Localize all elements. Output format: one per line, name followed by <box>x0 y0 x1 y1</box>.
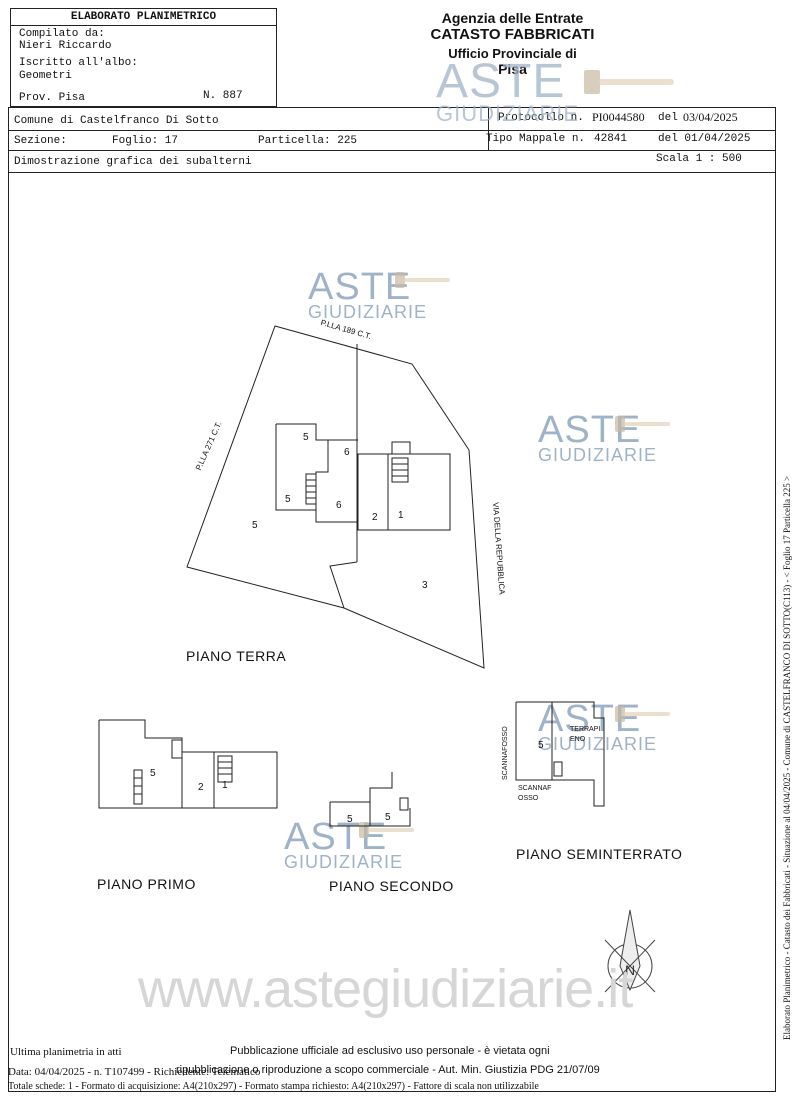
footer-data: Data: 04/04/2025 - n. T107499 - Richiede… <box>8 1066 261 1078</box>
plan-label-seminterrato: PIANO SEMINTERRATO <box>516 846 683 862</box>
info-row-divider-2 <box>8 150 776 151</box>
sub-number: 2 <box>372 512 378 523</box>
sub-number: 5 <box>150 768 156 779</box>
terrapieno-line: TERRAPI <box>570 726 601 733</box>
sub-number: 5 <box>538 740 544 751</box>
sub-number: 2 <box>198 782 204 793</box>
tipo-date: del 01/04/2025 <box>658 133 751 145</box>
doc-title: ELABORATO PLANIMETRICO <box>11 9 276 26</box>
sub-number: 1 <box>222 780 228 791</box>
agency-block: Agenzia delle Entrate CATASTO FABBRICATI… <box>380 10 645 77</box>
compilato-name: Nieri Riccardo <box>19 40 112 52</box>
protocollo-label: Protocollo n. <box>498 112 584 124</box>
sub-number: 6 <box>344 447 350 458</box>
sub-number: 5 <box>347 814 353 825</box>
prov-label: Prov. Pisa <box>19 92 86 104</box>
foglio: Foglio: 17 <box>112 135 179 147</box>
gavel-icon <box>615 416 670 432</box>
scala: Scala 1 : 500 <box>656 153 742 165</box>
sub-number: 6 <box>336 500 342 511</box>
agency-line2: CATASTO FABBRICATI <box>430 26 595 43</box>
gavel-icon <box>615 706 670 722</box>
watermark-small: GIUDIZIARIE <box>538 445 658 465</box>
footer-totale: Totale schede: 1 - Formato di acquisizio… <box>8 1081 539 1092</box>
gavel-icon <box>395 272 450 288</box>
iscritto-value: Geometri <box>19 70 72 82</box>
protocollo-value: PI0044580 <box>592 110 645 124</box>
info-row-divider-3 <box>8 172 776 173</box>
site-watermark: www.astegiudiziarie.it <box>138 959 633 1019</box>
side-vertical-text: Elaborato Planimetrico - Catasto dei Fab… <box>782 475 792 1040</box>
header-box: ELABORATO PLANIMETRICO Compilato da: Nie… <box>10 8 277 107</box>
watermark-big: ASTE <box>308 266 412 308</box>
watermark-small: GIUDIZIARIE <box>308 302 428 322</box>
agency-line1: Agenzia delle Entrate <box>441 10 584 26</box>
sub-number: 5 <box>385 812 391 823</box>
gavel-icon <box>584 70 674 94</box>
watermark-small: GIUDIZIARIE <box>436 101 580 126</box>
scannafosso-label: SCANNAFOSSO <box>502 726 509 780</box>
footer-pubblicazione1: Pubblicazione ufficiale ad esclusivo uso… <box>230 1045 550 1057</box>
protocollo-date: 03/04/2025 <box>683 110 738 124</box>
sub-number: 5 <box>252 520 258 531</box>
dimostrazione: Dimostrazione grafica dei subalterni <box>14 156 252 168</box>
watermark-4: ASTE GIUDIZIARIE <box>284 818 403 871</box>
protocollo-del: del <box>658 112 678 124</box>
plan-label-terra: PIANO TERRA <box>186 648 287 664</box>
scannafosso2-label: SCANNAF OSSO <box>518 784 551 804</box>
sub-number: 3 <box>422 580 428 591</box>
watermark-1: ASTE GIUDIZIARIE <box>308 268 427 321</box>
watermark-small: GIUDIZIARIE <box>284 852 404 872</box>
watermark-small: GIUDIZIARIE <box>538 734 658 754</box>
footer-pubblicazione2: ripubblicazione o riproduzione a scopo c… <box>176 1064 600 1076</box>
info-row-divider-1 <box>8 130 776 131</box>
watermark-header: ASTE GIUDIZIARIE <box>436 58 579 125</box>
scannafosso2-line: OSSO <box>518 795 539 802</box>
scannafosso2-line: SCANNAF <box>518 785 552 792</box>
document-frame <box>8 107 776 1092</box>
footer-ultima: Ultima planimetria in atti <box>10 1046 122 1058</box>
compass-n-icon: N <box>625 962 635 978</box>
compilato-label: Compilato da: <box>19 28 105 40</box>
sezione: Sezione: <box>14 135 67 147</box>
info-col-divider <box>488 107 489 150</box>
sub-number: 5 <box>285 494 291 505</box>
terrapieno-label: TERRAPI ENO <box>570 725 600 745</box>
compass-icon <box>604 909 656 993</box>
iscritto-label: Iscritto all'albo: <box>19 57 138 69</box>
particella: Particella: 225 <box>258 135 358 147</box>
sub-number: 5 <box>303 432 309 443</box>
terrapieno-line: ENO <box>570 736 586 743</box>
comune: Comune di Castelfranco Di Sotto <box>14 115 219 127</box>
watermark-big: ASTE <box>284 816 388 858</box>
tipo-label: Tipo Mappale n. <box>486 133 586 145</box>
agency-line4: Pisa <box>498 61 527 77</box>
plan-label-secondo: PIANO SECONDO <box>329 878 454 894</box>
watermark-big: ASTE <box>436 55 566 108</box>
tipo-value: 42841 <box>594 133 628 145</box>
prov-number: N. 887 <box>203 90 243 102</box>
plan-label-primo: PIANO PRIMO <box>97 876 196 892</box>
agency-line3: Ufficio Provinciale di <box>448 46 577 61</box>
sub-number: 1 <box>398 510 404 521</box>
